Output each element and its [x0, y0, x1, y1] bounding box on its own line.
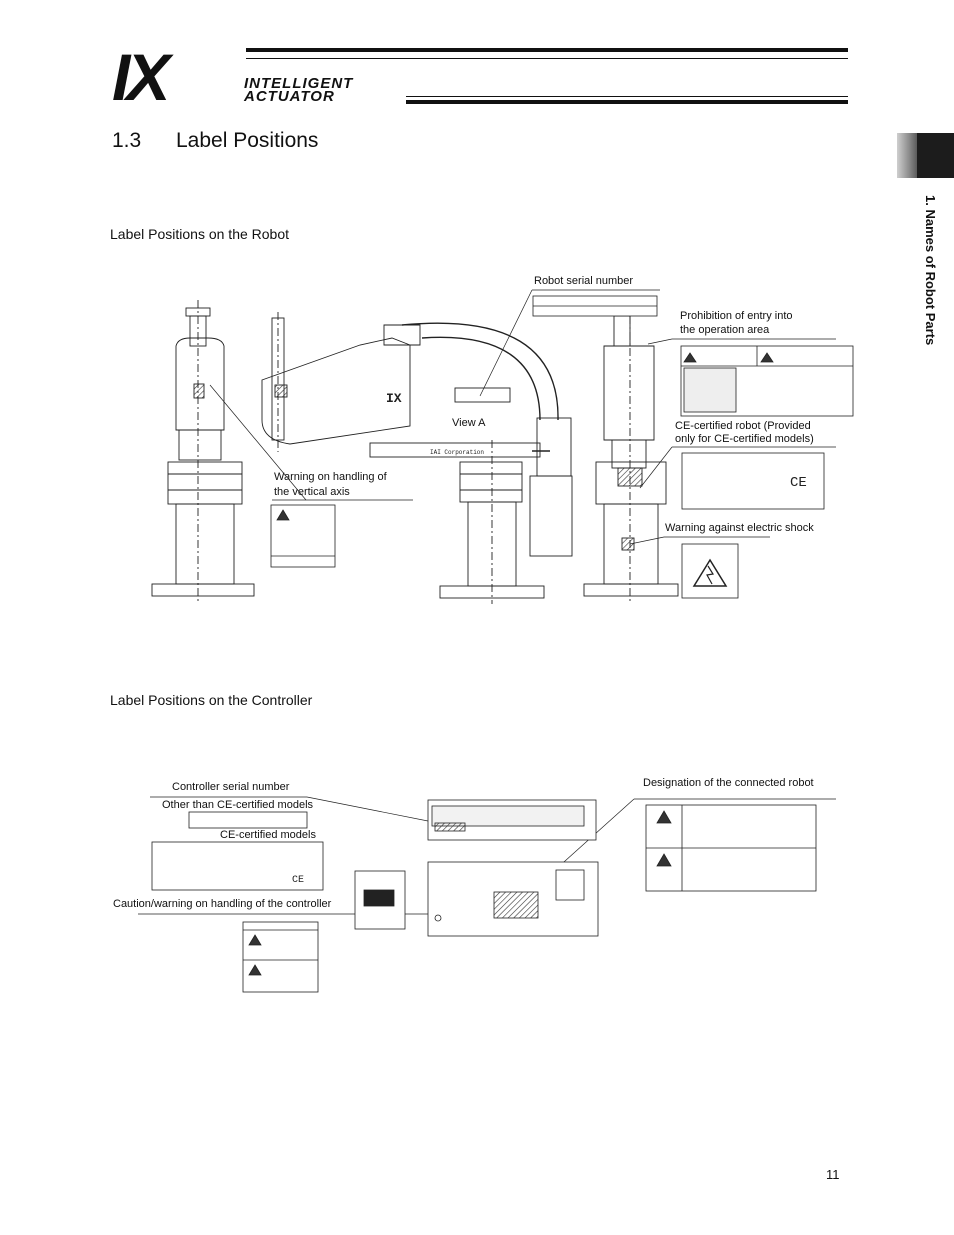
vertical-axis-caption-2: the vertical axis — [274, 486, 350, 498]
header-rule-bottom-thin — [406, 96, 848, 97]
vertical-axis-caption-1: Warning on handling of — [274, 471, 387, 483]
robot-serial-caption: Robot serial number — [534, 275, 634, 287]
robot-serial-plate — [532, 295, 658, 317]
header-rule-bottom — [406, 100, 848, 104]
logo-line-actuator: ACTUATOR — [244, 88, 335, 105]
ce-robot-caption-1: CE-certified robot (Provided — [675, 420, 811, 432]
svg-text:IX: IX — [386, 391, 402, 406]
controller-top-view — [427, 799, 597, 841]
controller-caution-label — [242, 921, 319, 993]
prohibition-caption-1: Prohibition of entry into — [680, 310, 793, 322]
robot-side-view-left — [151, 300, 255, 604]
prohibition-caption-2: the operation area — [680, 324, 770, 336]
vertical-axis-warning-label — [270, 504, 336, 568]
header-rule-top-thin — [246, 58, 848, 59]
chapter-tab — [917, 133, 954, 178]
ce-robot-caption-2: only for CE-certified models) — [675, 433, 814, 445]
danger-label — [680, 345, 854, 417]
chapter-side-label: 1. Names of Robot Parts — [923, 195, 938, 346]
section-title: 1.3 Label Positions — [112, 129, 318, 153]
robot-side-view-right — [583, 300, 679, 604]
section-title-text: Label Positions — [176, 129, 319, 152]
svg-text:CE: CE — [292, 875, 304, 886]
ce-robot-nameplate: CE — [681, 452, 825, 510]
other-models-caption: Other than CE-certified models — [162, 799, 314, 811]
ce-models-caption: CE-certified models — [220, 829, 316, 841]
robot-heading: Label Positions on the Robot — [110, 226, 290, 242]
electric-shock-label — [681, 543, 739, 599]
section-number: 1.3 — [112, 129, 142, 152]
svg-text:IAI Corporation: IAI Corporation — [430, 449, 484, 456]
controller-heading: Label Positions on the Controller — [110, 692, 313, 708]
controller-front-view — [427, 861, 599, 937]
electric-shock-caption: Warning against electric shock — [665, 522, 814, 534]
view-a-caption: View A — [452, 417, 486, 429]
controller-side-panel — [354, 870, 406, 930]
svg-text:CE: CE — [790, 475, 807, 491]
robot-main-view: IX IAI Corporation — [261, 312, 573, 604]
logo-line-intelligent: INTELLIGENT — [244, 75, 354, 92]
ix-logo-mark: IX — [112, 40, 170, 114]
header-rule-top — [246, 48, 848, 52]
controller-serial-plates: CE — [151, 811, 324, 891]
controller-serial-caption: Controller serial number — [172, 781, 290, 793]
page-number: 11 — [826, 1167, 840, 1182]
controller-caution-caption: Caution/warning on handling of the contr… — [113, 898, 332, 910]
designation-caption: Designation of the connected robot — [643, 777, 814, 789]
designation-label — [645, 804, 817, 892]
chapter-tab-shade — [897, 133, 917, 178]
